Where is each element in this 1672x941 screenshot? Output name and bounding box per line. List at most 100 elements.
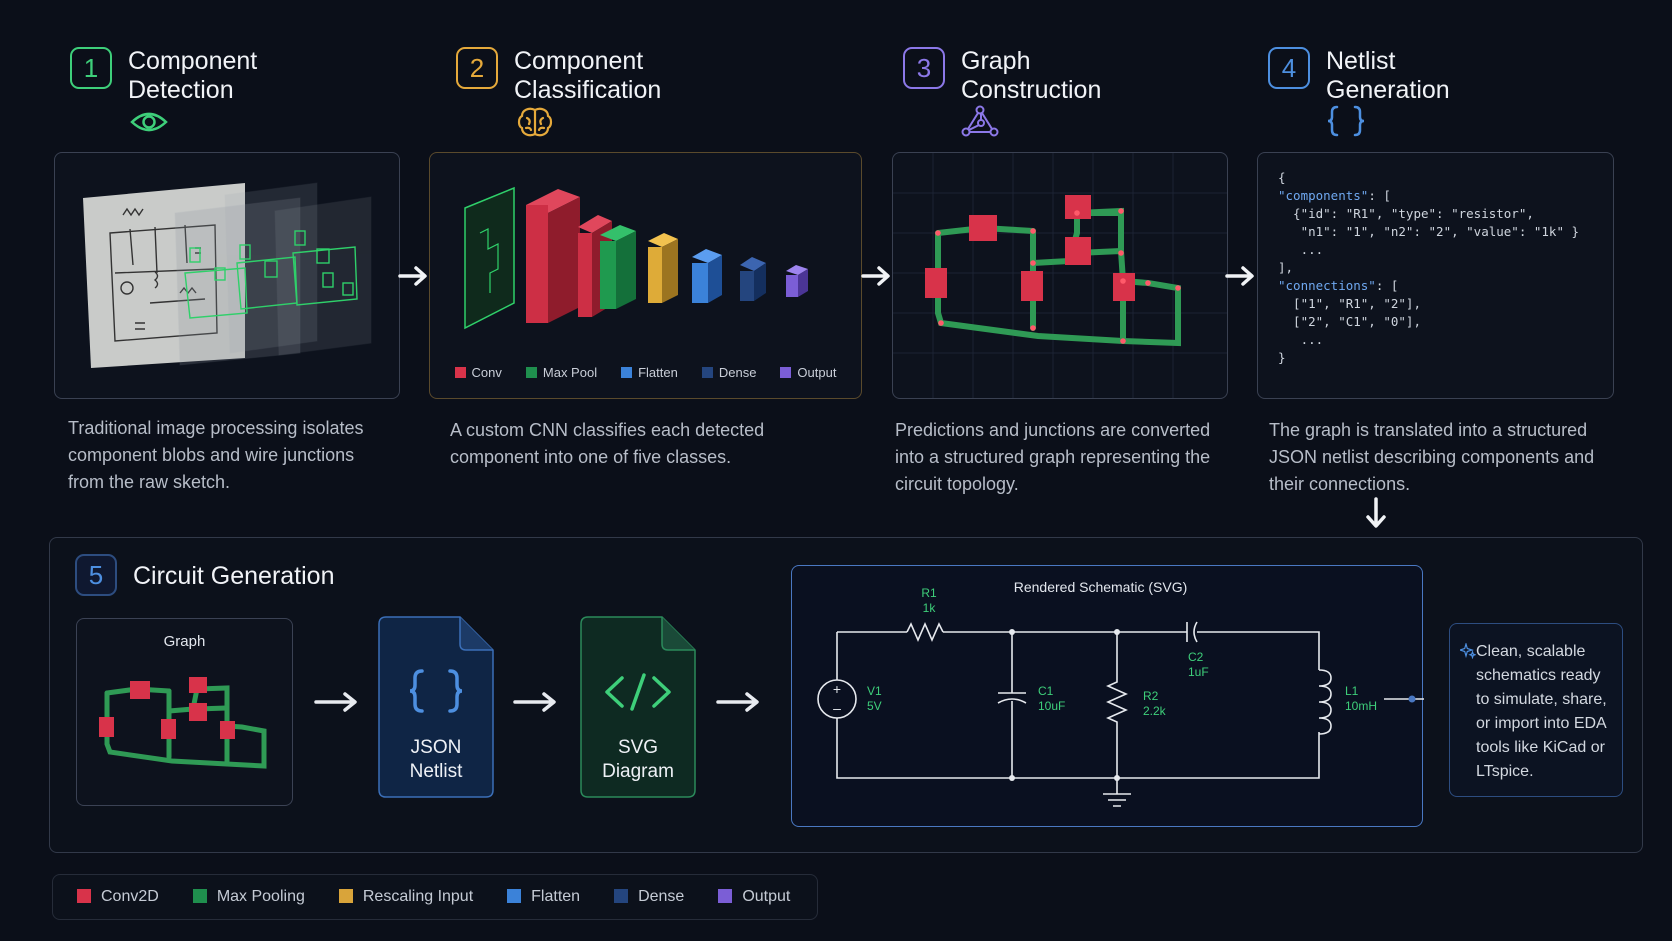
braces-icon xyxy=(1327,105,1365,137)
cnn-legend-dense: Dense xyxy=(701,365,756,380)
conv-block-1 xyxy=(526,189,580,323)
c2-name: C2 xyxy=(1188,650,1204,664)
graph-junctions xyxy=(935,208,1181,344)
stage-5-header: 5 Circuit Generation xyxy=(75,554,393,596)
code-line-8: ["1", "R1", "2"], xyxy=(1278,296,1421,311)
flatten-block xyxy=(692,249,722,303)
graph-thumbnail-label: Graph xyxy=(163,633,206,650)
graph-panel xyxy=(892,152,1228,399)
code-line-7: : [ xyxy=(1375,278,1399,293)
rendered-schematic-panel: Rendered Schematic (SVG) + – xyxy=(791,565,1424,827)
schematic-drawing: + – R1 1k C1 10uF R2 2.2k C2 1uF L1 10mH… xyxy=(817,586,1424,807)
stage-3-description: Predictions and junctions are converted … xyxy=(895,420,1211,494)
layer-legend: Conv2D Max Pooling Rescaling Input Flatt… xyxy=(52,874,818,920)
arrow-json-to-svg xyxy=(513,692,556,712)
stage-5-title: Circuit Generation xyxy=(133,562,335,590)
r1-value: 1k xyxy=(923,601,937,615)
l1-name: L1 xyxy=(1345,684,1359,698)
stage-3-header: 3 Graph Construction xyxy=(903,47,1161,105)
cnn-panel: Conv Max Pool Flatten Dense Output xyxy=(429,152,862,399)
r2-value: 2.2k xyxy=(1143,704,1167,718)
code-line-1: { xyxy=(1278,170,1286,185)
code-line-9: ["2", "C1", "0"], xyxy=(1278,314,1421,329)
input-plane xyxy=(464,186,515,330)
c1-name: C1 xyxy=(1038,684,1054,698)
stage-2-title: Component Classification xyxy=(514,47,662,104)
processing-layer-1 xyxy=(174,197,301,366)
arrow-1-to-2 xyxy=(398,266,427,286)
code-line-3: {"id": "R1", "type": "resistor", xyxy=(1278,206,1534,221)
stage-1-title: Component Detection xyxy=(128,47,258,104)
export-note-text: Clean, scalable schematics ready to simu… xyxy=(1476,643,1607,780)
detected-blobs xyxy=(184,230,358,319)
stage-2-badge: 2 xyxy=(456,47,498,89)
legend-item-rescaling-input: Rescaling Input xyxy=(338,888,473,906)
graph-nodes xyxy=(925,195,1135,301)
stage-5-badge: 5 xyxy=(75,554,117,596)
r1-name: R1 xyxy=(921,586,937,600)
svg-text:–: – xyxy=(833,700,841,716)
cnn-legend-flatten: Flatten xyxy=(621,365,678,380)
svg-diagram-label: SVG Diagram xyxy=(602,737,674,782)
legend-item-output: Output xyxy=(718,888,790,906)
stage-1-description: Traditional image processing isolates co… xyxy=(68,418,364,492)
arrow-graph-to-json xyxy=(314,692,357,712)
schematic-title: Rendered Schematic (SVG) xyxy=(1013,579,1188,595)
v1-name: V1 xyxy=(867,684,882,698)
maxpool-block xyxy=(600,225,636,309)
stage-3-title: Graph Construction xyxy=(961,47,1102,104)
dense-block xyxy=(740,257,766,301)
arrow-3-to-4 xyxy=(1225,266,1254,286)
c1-value: 10uF xyxy=(1038,699,1065,713)
c2-value: 1uF xyxy=(1188,665,1209,679)
code-line-4: "n1": "1", "n2": "2", "value": "1k" } xyxy=(1278,224,1580,239)
code-line-10: ... xyxy=(1278,332,1324,347)
stage-4-title: Netlist Generation xyxy=(1326,47,1450,104)
code-line-2: : [ xyxy=(1368,188,1391,203)
graph-thumbnail-panel: Graph xyxy=(76,618,293,806)
cnn-legend: Conv Max Pool Flatten Dense Output xyxy=(430,365,861,380)
code-connections-key: "connections" xyxy=(1278,278,1376,293)
stage-4-badge: 4 xyxy=(1268,47,1310,89)
graph-thumbnail-illustration xyxy=(99,677,267,769)
stage-4-description: The graph is translated into a structure… xyxy=(1269,420,1595,494)
stage-4-header: 4 Netlist Generation xyxy=(1268,47,1526,105)
svg-text:+: + xyxy=(833,681,841,697)
r2-name: R2 xyxy=(1143,689,1159,703)
detection-panel xyxy=(54,152,400,399)
stage-1-badge: 1 xyxy=(70,47,112,89)
code-line-11: } xyxy=(1278,350,1286,365)
legend-item-flatten: Flatten xyxy=(507,888,580,906)
svg-document-shape xyxy=(580,616,696,798)
stage-3-badge: 3 xyxy=(903,47,945,89)
stage-1-header: 1 Component Detection xyxy=(70,47,328,105)
circuit-graph-illustration xyxy=(893,153,1227,398)
svg-diagram-document: SVG Diagram xyxy=(580,616,696,798)
legend-item-conv2d: Conv2D xyxy=(77,888,159,906)
eye-icon xyxy=(130,112,168,132)
code-tag-icon xyxy=(605,673,671,711)
legend-item-max-pooling: Max Pooling xyxy=(192,888,305,906)
legend-item-dense: Dense xyxy=(614,888,684,906)
stage-2-header: 2 Component Classification xyxy=(456,47,754,105)
code-line-5: ... xyxy=(1278,242,1324,257)
netlist-panel: { "components": [ {"id": "R1", "type": "… xyxy=(1257,152,1614,399)
code-components-key: "components" xyxy=(1278,188,1369,203)
json-netlist-label: JSON Netlist xyxy=(409,737,463,782)
json-netlist-document: JSON Netlist xyxy=(378,616,494,798)
sparkle-icon xyxy=(1460,643,1476,659)
netlist-code: { "components": [ {"id": "R1", "type": "… xyxy=(1278,169,1579,367)
code-line-6: ], xyxy=(1278,260,1294,275)
stage-2-description: A custom CNN classifies each detected co… xyxy=(450,420,765,467)
arrow-2-to-3 xyxy=(861,266,890,286)
cnn-legend-maxpool: Max Pool xyxy=(525,365,597,380)
cnn-legend-output: Output xyxy=(780,365,836,380)
processing-layer-2 xyxy=(224,182,318,354)
brain-icon xyxy=(517,107,553,137)
output-block xyxy=(786,265,808,297)
arrow-svg-to-schematic xyxy=(716,692,759,712)
cnn-legend-conv: Conv xyxy=(454,365,502,380)
v1-value: 5V xyxy=(867,699,882,713)
json-document-shape xyxy=(378,616,494,798)
cnn-architecture-illustration xyxy=(464,186,808,330)
